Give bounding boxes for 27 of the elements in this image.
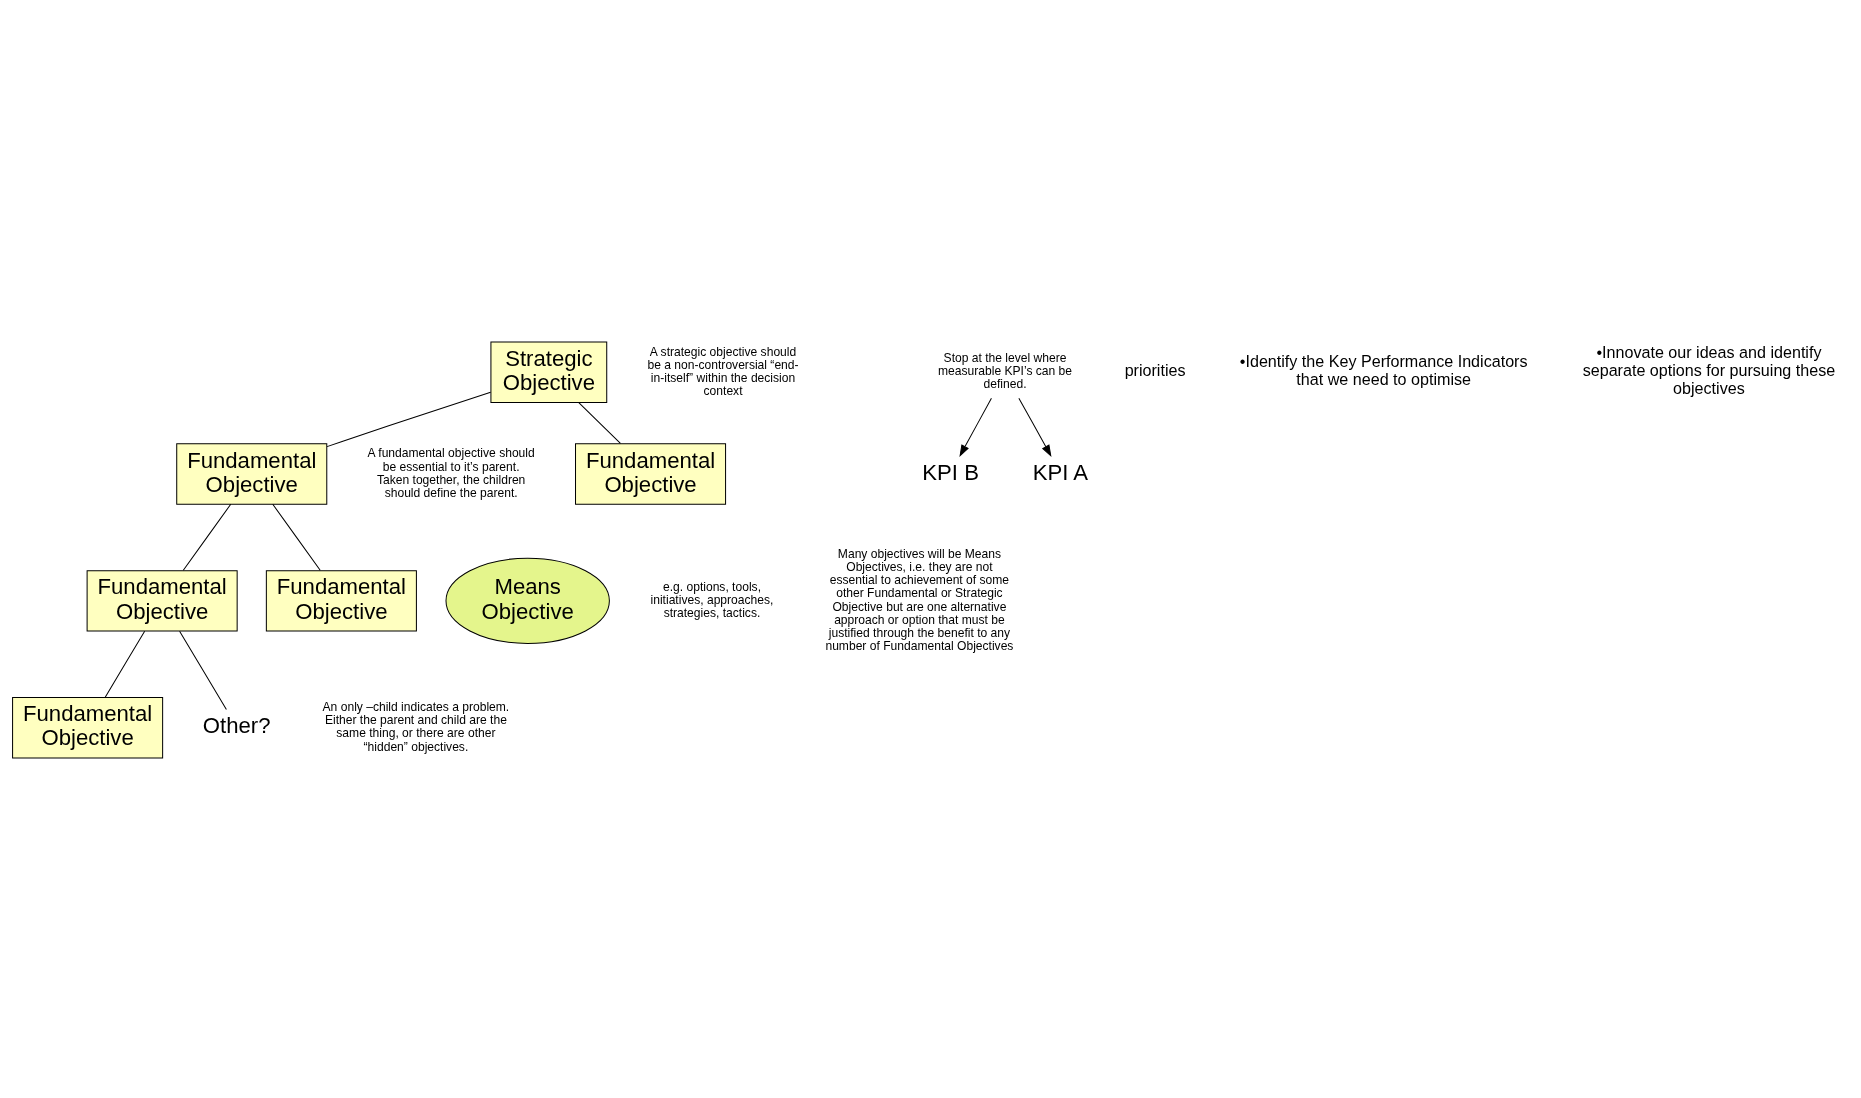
node-label: A fundamental objective should be essential to it’s parent. Taken together, the children should define the parent.: [367, 445, 535, 500]
node-box: Fundamental Objective: [575, 442, 727, 505]
label: An only –child indicates a problem. Either the parent and child are the same thing, or there are other “hidden” objectives.: [322, 699, 510, 754]
label: •Identify the Key Performance Indicators that we need to optimise: [1239, 351, 1528, 388]
node-text: Other?: [202, 712, 271, 738]
node-box: Fundamental Objective: [265, 569, 417, 632]
connector: [182, 503, 232, 571]
arrow: [1018, 397, 1052, 457]
node-text: KPI A: [1032, 459, 1089, 485]
label: priorities: [1124, 360, 1186, 379]
node-box: Fundamental Objective: [176, 442, 328, 505]
node-text: Stop at the level where measurable KPI’s can be defined.: [937, 350, 1073, 391]
label: Many objectives will be Means Objectives, i.e. they are not essential to achievement of some other Fundamental or Strategic Objective but are one alternative approach or option that must be justified through the benefit to any number of Fundamental Objectives: [825, 546, 1014, 653]
arrow: [959, 397, 992, 457]
node-box: Fundamental Objective: [86, 569, 238, 632]
connector: [578, 401, 621, 444]
connector: [179, 630, 227, 710]
node-text: KPI B: [922, 459, 979, 485]
node-label: e.g. options, tools, initiatives, approaches, strategies, tactics.: [650, 579, 774, 620]
node-ellipse: Means Objective: [445, 557, 610, 644]
connector: [272, 503, 321, 571]
node-label: A strategic objective should be a non-controversial “end-in-itself” within the decision context: [647, 344, 799, 398]
connector: [326, 391, 492, 447]
node-box: Fundamental Objective: [12, 696, 164, 758]
connector: [104, 630, 146, 698]
label: •Innovate our ideas and identify separate options for pursuing these objectives: [1582, 342, 1836, 397]
node-box: Strategic Objective: [490, 341, 608, 403]
